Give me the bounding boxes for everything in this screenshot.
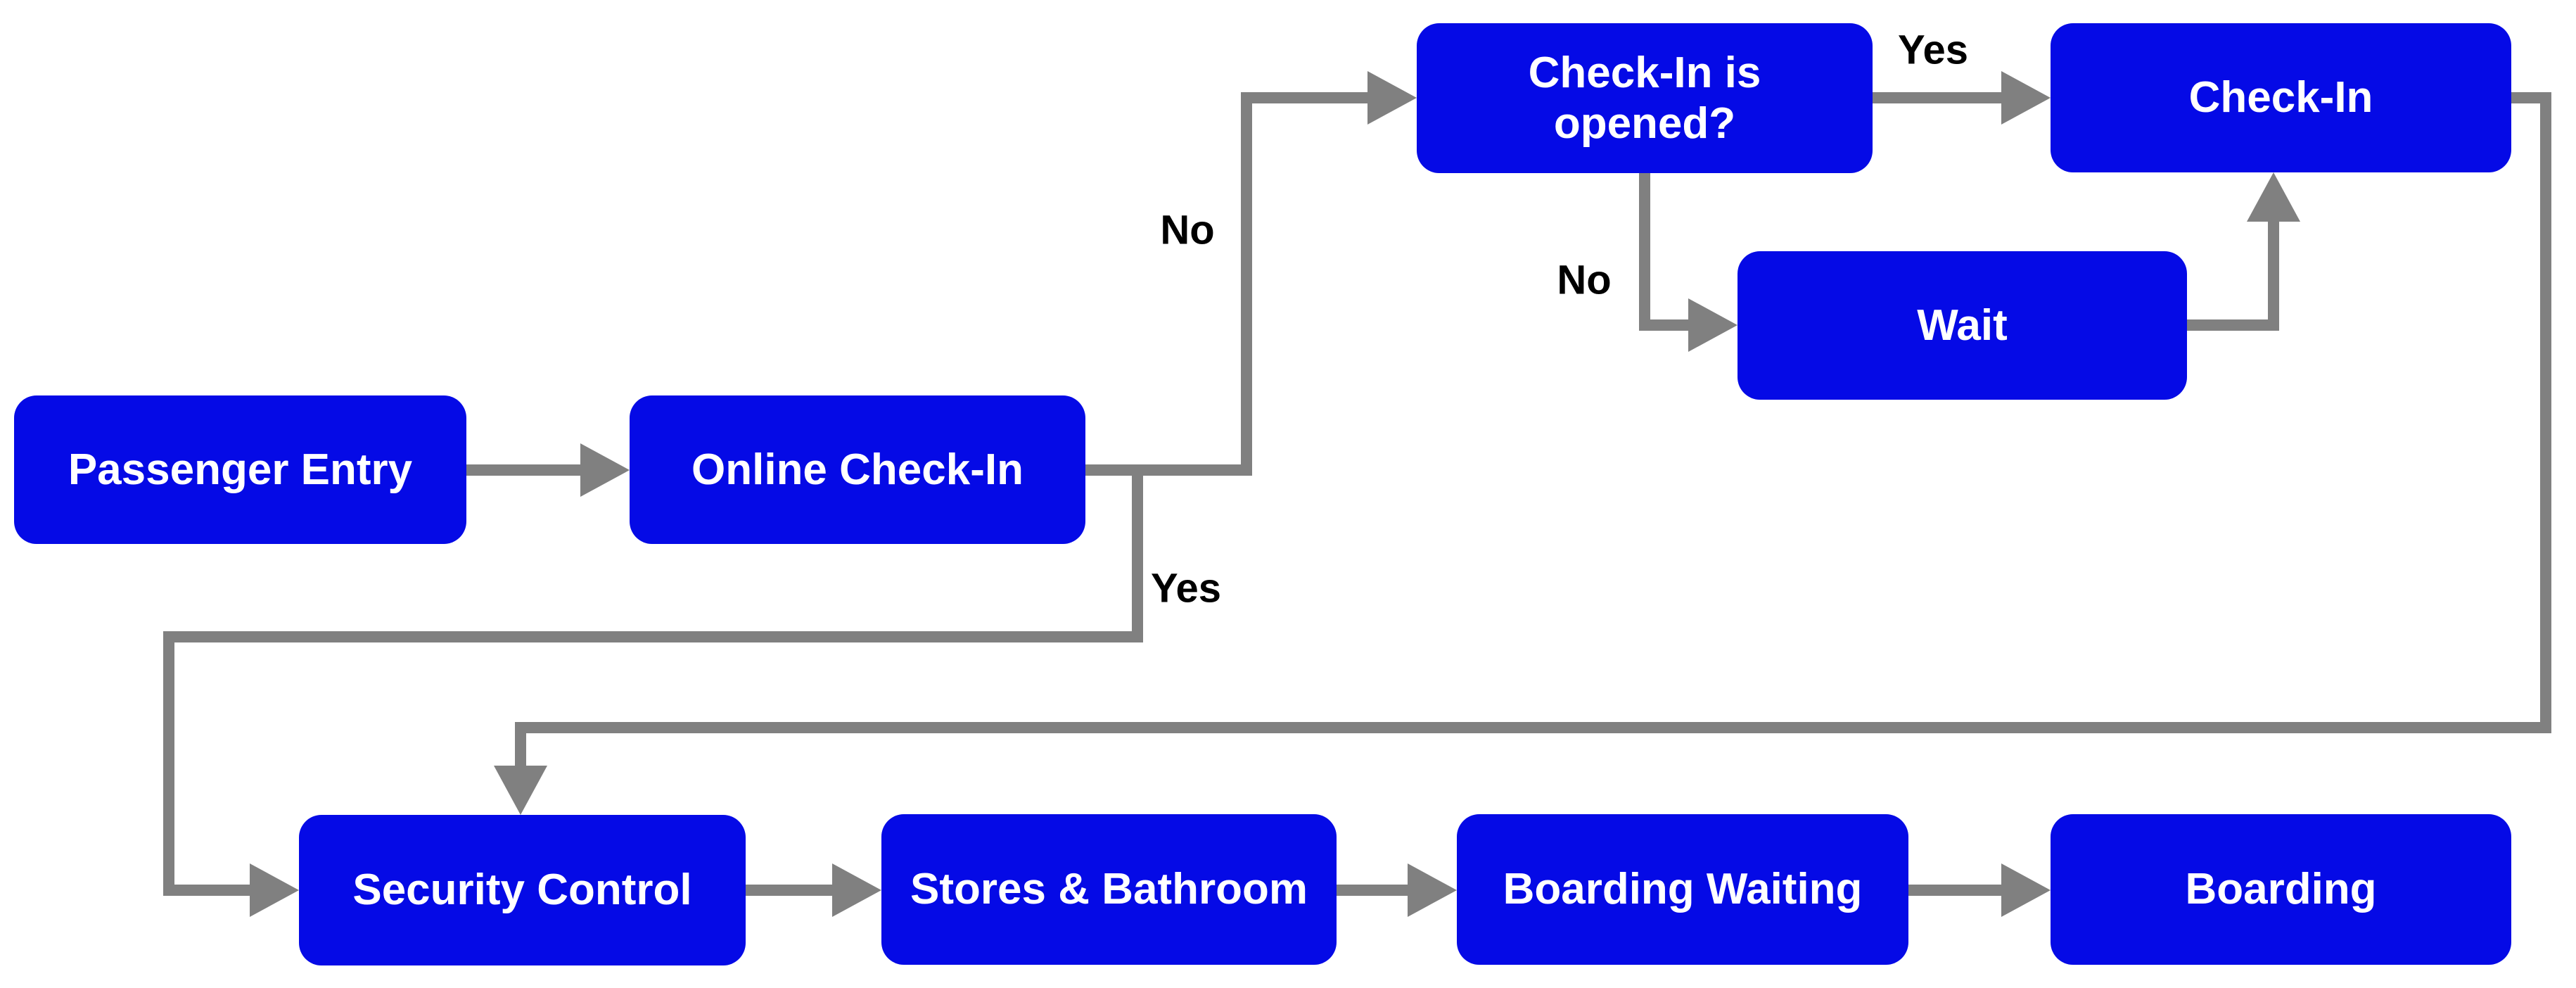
node-boarding-waiting: Boarding Waiting xyxy=(1457,814,1908,965)
node-label: Security Control xyxy=(352,866,692,915)
node-label: Boarding Waiting xyxy=(1503,865,1863,914)
node-wait: Wait xyxy=(1737,251,2187,400)
connector-segment xyxy=(2187,319,2279,331)
arrowhead-icon xyxy=(580,443,630,497)
node-label: Stores & Bathroom xyxy=(910,865,1308,914)
connector-segment xyxy=(746,885,836,896)
edge-label-yes-bottom: Yes xyxy=(1151,565,1221,612)
edge-label-no-mid: No xyxy=(1557,257,1612,303)
node-passenger-entry: Passenger Entry xyxy=(14,395,466,544)
connector-segment xyxy=(169,885,253,896)
connector-segment xyxy=(2268,218,2279,331)
node-label: Online Check-In xyxy=(691,445,1024,494)
node-label: Check-In xyxy=(2188,73,2373,122)
node-label: Passenger Entry xyxy=(68,445,413,494)
connector-segment xyxy=(1908,885,2005,896)
connector-segment xyxy=(515,722,2551,733)
node-stores-bathroom: Stores & Bathroom xyxy=(881,814,1337,965)
node-boarding: Boarding xyxy=(2051,814,2511,965)
connector-segment xyxy=(2504,92,2551,103)
connector-segment xyxy=(1241,92,1252,476)
connector-segment xyxy=(1645,319,1692,331)
arrowhead-icon xyxy=(250,863,299,917)
arrowhead-icon xyxy=(2001,71,2051,125)
connector-segment xyxy=(1873,92,2005,103)
connector-segment xyxy=(1246,92,1372,103)
arrowhead-icon xyxy=(2001,863,2051,917)
connector-segment xyxy=(163,631,1143,642)
arrowhead-icon xyxy=(832,863,881,917)
node-check-in-is-opened: Check-In is opened? xyxy=(1417,23,1873,173)
node-label: Check-In is opened? xyxy=(1528,49,1761,148)
node-check-in: Check-In xyxy=(2051,23,2511,172)
connector-segment xyxy=(163,631,174,896)
arrowhead-icon xyxy=(1408,863,1457,917)
connector-segment xyxy=(1085,464,1252,476)
arrowhead-icon xyxy=(494,766,547,815)
edge-label-yes-top: Yes xyxy=(1898,27,1968,73)
connector-segment xyxy=(515,722,526,769)
connector-segment xyxy=(466,464,584,476)
arrowhead-icon xyxy=(2247,172,2300,222)
node-security-control: Security Control xyxy=(299,815,746,965)
node-online-check-in: Online Check-In xyxy=(630,395,1085,544)
connector-segment xyxy=(1337,885,1411,896)
edge-label-no-top: No xyxy=(1160,207,1215,253)
connector-segment xyxy=(1639,173,1650,331)
arrowhead-icon xyxy=(1688,298,1737,352)
arrowhead-icon xyxy=(1367,71,1417,125)
node-label: Boarding xyxy=(2185,865,2377,914)
node-label: Wait xyxy=(1917,300,2008,350)
connector-segment xyxy=(1132,464,1143,642)
connector-segment xyxy=(2540,92,2551,733)
